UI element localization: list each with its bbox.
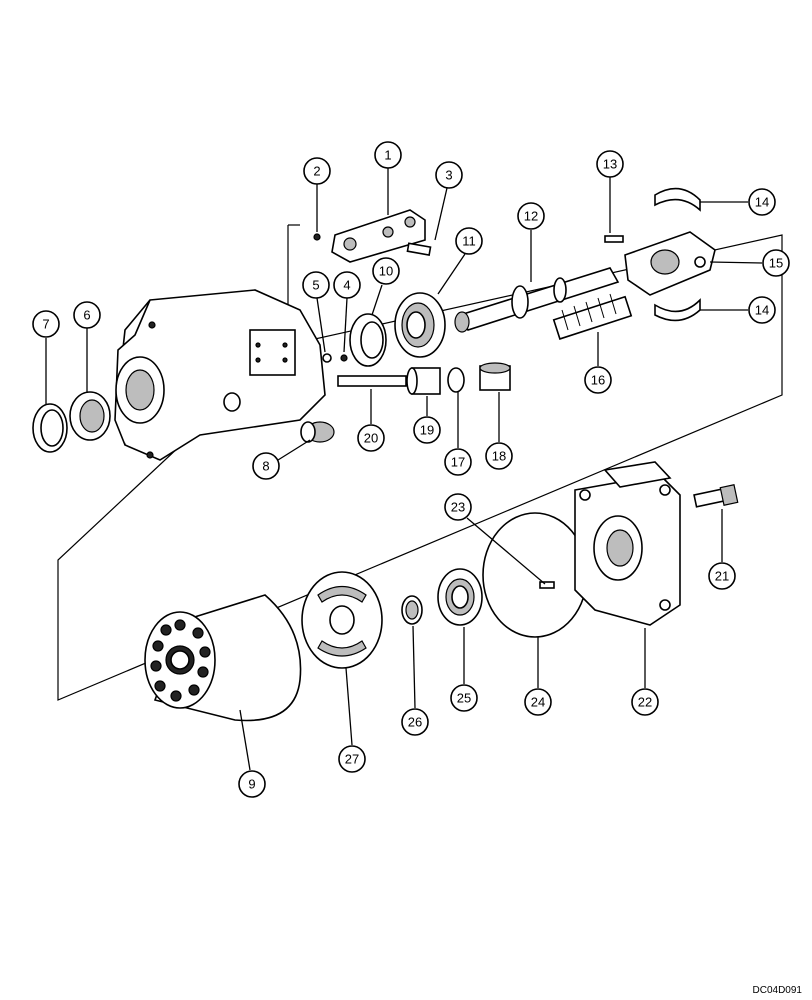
callout-label: 14	[755, 303, 769, 318]
callout-14-upper: 14	[748, 188, 776, 216]
callout-label: 7	[42, 317, 49, 332]
spring	[552, 293, 633, 340]
callout-label: 1	[384, 148, 391, 163]
callout-19: 19	[413, 416, 441, 444]
callout-6: 6	[73, 301, 101, 329]
callout-9: 9	[238, 770, 266, 798]
callout-27: 27	[338, 745, 366, 773]
shaft-seal	[69, 391, 111, 441]
callout-label: 25	[457, 691, 471, 706]
callout-3: 3	[435, 161, 463, 189]
callout-label: 24	[531, 695, 545, 710]
callout-4: 4	[333, 271, 361, 299]
callout-label: 8	[262, 459, 269, 474]
callout-label: 5	[312, 278, 319, 293]
callout-label: 4	[343, 278, 350, 293]
callout-label: 9	[248, 777, 255, 792]
bearing-race	[349, 313, 387, 367]
swashplate	[624, 231, 716, 296]
drawing-code: DC04D091	[752, 985, 802, 996]
drive-shaft	[454, 267, 620, 333]
bolt	[693, 484, 739, 508]
callout-label: 22	[638, 695, 652, 710]
o-ring	[447, 367, 465, 393]
sleeve	[406, 367, 441, 395]
callout-1: 1	[374, 141, 402, 169]
pump-housing	[114, 289, 326, 461]
roller-bearing	[394, 292, 446, 358]
half-bearing-lower	[654, 298, 701, 322]
threaded-plug	[479, 362, 511, 391]
washer	[401, 595, 423, 625]
callout-label: 19	[420, 423, 434, 438]
dowel-pin	[604, 235, 624, 243]
callout-14-lower: 14	[748, 296, 776, 324]
set-screw	[406, 242, 432, 256]
ring-small	[322, 353, 332, 363]
cylinder-block	[144, 594, 302, 722]
callout-12: 12	[517, 202, 545, 230]
leader-lines	[45, 167, 763, 771]
end-cover	[574, 461, 681, 626]
callout-7: 7	[32, 310, 60, 338]
callout-13: 13	[596, 150, 624, 178]
callout-label: 18	[492, 449, 506, 464]
callout-11: 11	[455, 227, 483, 255]
callout-label: 10	[379, 264, 393, 279]
valve-plate	[301, 571, 383, 669]
callout-label: 26	[408, 715, 422, 730]
callout-label: 12	[524, 209, 538, 224]
callout-21: 21	[708, 562, 736, 590]
callout-label: 14	[755, 195, 769, 210]
callout-label: 17	[451, 455, 465, 470]
callout-label: 15	[769, 256, 783, 271]
callout-label: 13	[603, 157, 617, 172]
callout-18: 18	[485, 442, 513, 470]
piston-rod	[337, 375, 407, 387]
needle-bearing	[437, 568, 483, 626]
callout-label: 21	[715, 569, 729, 584]
callout-8: 8	[252, 452, 280, 480]
half-bearing-upper	[654, 187, 701, 212]
locating-pin	[539, 581, 555, 589]
callout-label: 11	[462, 234, 476, 249]
callout-15: 15	[762, 249, 790, 277]
callout-17: 17	[444, 448, 472, 476]
control-valve	[331, 209, 426, 263]
callout-10: 10	[372, 257, 400, 285]
callout-24: 24	[524, 688, 552, 716]
callout-26: 26	[401, 708, 429, 736]
callout-label: 2	[313, 164, 320, 179]
callout-5: 5	[302, 271, 330, 299]
callout-label: 16	[591, 373, 605, 388]
callout-2: 2	[303, 157, 331, 185]
callout-label: 3	[445, 168, 452, 183]
callout-22: 22	[631, 688, 659, 716]
callout-label: 6	[83, 308, 90, 323]
callout-16: 16	[584, 366, 612, 394]
callout-label: 23	[451, 500, 465, 515]
callout-label: 27	[345, 752, 359, 767]
o-ring-small	[313, 233, 321, 241]
splined-shaft-end	[300, 421, 335, 443]
plug-small	[340, 354, 348, 362]
callout-23: 23	[444, 493, 472, 521]
snap-ring	[32, 403, 68, 453]
callout-25: 25	[450, 684, 478, 712]
callout-label: 20	[364, 431, 378, 446]
callout-20: 20	[357, 424, 385, 452]
